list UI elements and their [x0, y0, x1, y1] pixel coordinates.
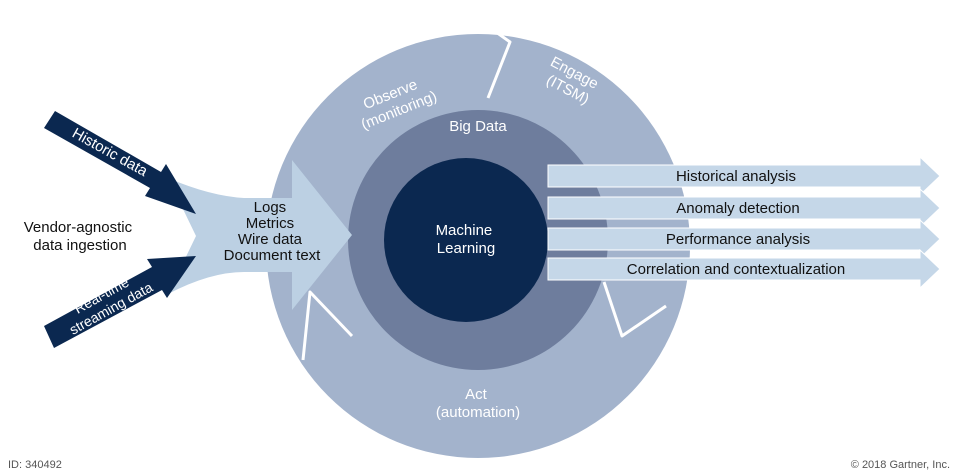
- realtime-data-arrow: [44, 256, 196, 348]
- output-label-historical-analysis: Historical analysis: [676, 168, 796, 185]
- output-label-performance-analysis: Performance analysis: [666, 231, 810, 248]
- output-bar-performance-analysis: [547, 218, 941, 260]
- output-bar-historical-analysis: [547, 155, 941, 197]
- input-type-item: Wire data: [238, 231, 303, 248]
- ingestion-label: Vendor-agnostic data ingestion: [24, 219, 137, 254]
- historic-data-label: Historic data: [69, 125, 151, 181]
- ingestion-label-line2: data ingestion: [33, 237, 126, 254]
- input-type-item: Document text: [224, 247, 322, 264]
- input-types-list: Logs Metrics Wire data Document text: [224, 199, 322, 264]
- core-label: Machine Learning: [436, 222, 497, 257]
- output-bar-anomaly-detection: [547, 187, 941, 229]
- footer-copyright: © 2018 Gartner, Inc.: [850, 459, 950, 471]
- machine-learning-core: [384, 158, 548, 322]
- input-type-item: Logs: [254, 199, 287, 216]
- ingestion-label-line1: Vendor-agnostic: [24, 219, 133, 236]
- big-data-label: Big Data: [449, 118, 507, 135]
- observe-engage-separator: [481, 20, 512, 99]
- input-type-item: Metrics: [246, 215, 294, 232]
- data-ingestion-arrow: [168, 160, 352, 310]
- historic-data-arrow: [44, 111, 196, 214]
- output-label-correlation: Correlation and contextualization: [627, 261, 845, 278]
- footer-id: ID: 340492: [8, 459, 62, 471]
- core-label-line2: Learning: [437, 240, 495, 257]
- core-label-line1: Machine: [436, 222, 493, 239]
- act-label-line2: (automation): [436, 404, 520, 421]
- output-bar-correlation: [547, 248, 941, 290]
- output-label-anomaly-detection: Anomaly detection: [676, 200, 799, 217]
- act-label: Act (automation): [436, 386, 520, 421]
- act-observe-separator: [301, 290, 354, 361]
- act-label-line1: Act: [465, 386, 488, 403]
- engage-act-separator: [602, 281, 667, 338]
